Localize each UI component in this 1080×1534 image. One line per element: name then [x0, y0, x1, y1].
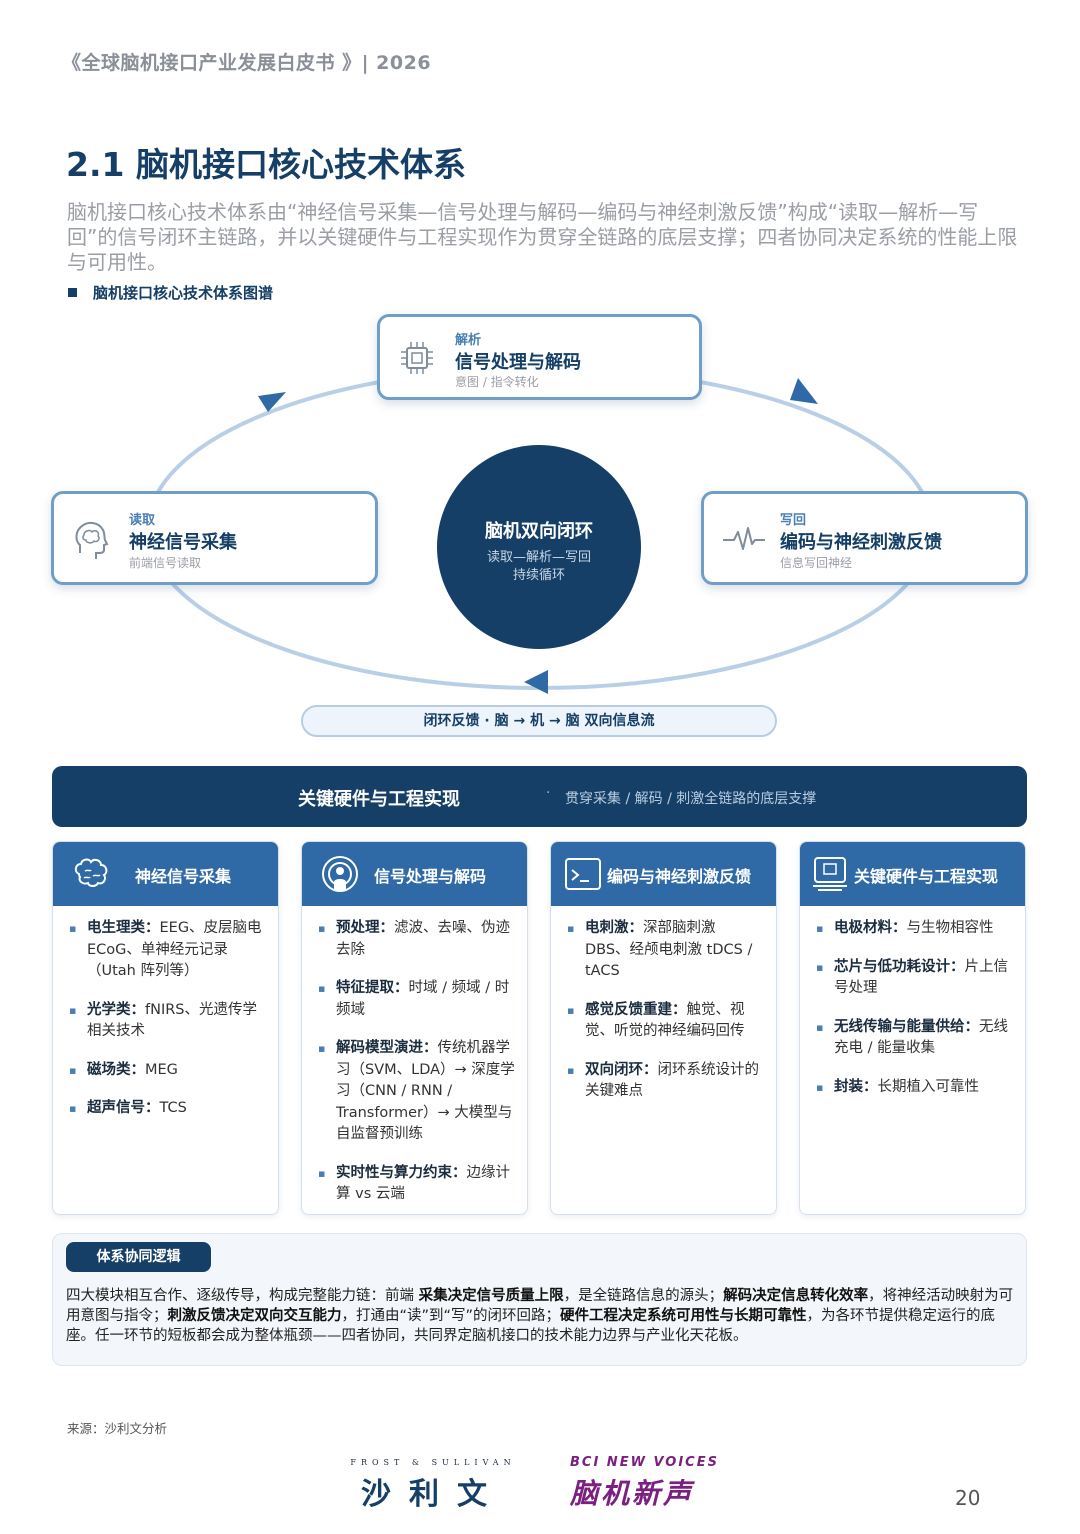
card-item: 预处理：滤波、去噪、伪迹去除 — [318, 918, 515, 961]
center-line2: 持续循环 — [512, 568, 565, 583]
card-item: 磁场类：MEG — [69, 1060, 266, 1082]
node-tag: 解析 — [455, 333, 482, 348]
center-loop-circle: 脑机双向闭环 读取—解析—写回 持续循环 — [437, 445, 641, 649]
card-item: 芯片与低功耗设计：片上信号处理 — [816, 957, 1013, 1000]
chip-icon — [401, 342, 433, 374]
center-line1: 读取—解析—写回 — [486, 550, 591, 565]
node-signal-acquisition: 读取 神经信号采集 前端信号读取 — [51, 491, 378, 585]
card-header: 关键硬件与工程实现 — [800, 842, 1025, 906]
node-sub: 信息写回神经 — [780, 556, 853, 570]
device-chip-icon — [813, 857, 847, 891]
section-title: 2.1 脑机接口核心技术体系 — [66, 145, 466, 184]
node-tag: 读取 — [129, 513, 156, 528]
figure-label-text: 脑机接口核心技术体系图谱 — [93, 284, 274, 302]
card-encoding-stimulation: 编码与神经刺激反馈 电刺激：深部脑刺激 DBS、经颅电刺激 tDCS / tAC… — [550, 841, 777, 1215]
brain-icon — [74, 858, 108, 887]
synergy-logic-box: 体系协同逻辑 四大模块相互合作、逐级传导，构成完整能力链：前端 采集决定信号质量… — [52, 1233, 1027, 1366]
card-title: 编码与神经刺激反馈 — [607, 867, 752, 886]
node-name: 编码与神经刺激反馈 — [780, 532, 942, 553]
node-name: 神经信号采集 — [129, 532, 237, 553]
card-item: 光学类：fNIRS、光遗传学相关技术 — [69, 1000, 266, 1043]
square-bullet-icon — [68, 288, 77, 297]
cycle-arrow-left-top — [258, 392, 286, 412]
card-title: 信号处理与解码 — [374, 867, 487, 886]
terminal-icon — [565, 858, 601, 890]
signal-person-icon — [322, 856, 358, 892]
card-item: 感觉反馈重建：触觉、视觉、听觉的神经编码回传 — [567, 1000, 764, 1043]
loop-feedback-pill: 闭环反馈 · 脑 → 机 → 脑 双向信息流 — [301, 705, 777, 737]
card-title: 神经信号采集 — [135, 867, 232, 886]
card-hardware-engineering: 关键硬件与工程实现 电极材料：与生物相容性 芯片与低功耗设计：片上信号处理 无线… — [799, 841, 1026, 1215]
logo-en: FROST & SULLIVAN — [350, 1458, 516, 1467]
card-item: 实时性与算力约束：边缘计算 vs 云端 — [318, 1163, 515, 1206]
page-number: 20 — [955, 1486, 981, 1510]
card-header: 编码与神经刺激反馈 — [551, 842, 776, 906]
frost-sullivan-logo: FROST & SULLIVAN 沙利文 — [348, 1458, 518, 1513]
cycle-arrow-bottom — [524, 670, 548, 694]
head-brain-icon — [75, 521, 109, 559]
card-item: 双向闭环：闭环系统设计的关键难点 — [567, 1060, 764, 1103]
banner-subtitle: 贯穿采集 / 解码 / 刺激全链路的底层支撑 — [565, 791, 817, 807]
source-note: 来源：沙利文分析 — [67, 1421, 168, 1436]
running-header: 《全球脑机接口产业发展白皮书 》| 2026 — [62, 52, 432, 74]
card-signal-decoding: 信号处理与解码 预处理：滤波、去噪、伪迹去除 特征提取：时域 / 频域 / 时频… — [301, 841, 528, 1215]
logo-en: BCI NEW VOICES — [570, 1455, 719, 1470]
card-item: 超声信号：TCS — [69, 1098, 266, 1120]
center-title: 脑机双向闭环 — [485, 521, 593, 542]
node-sub: 意图 / 指令转化 — [455, 375, 539, 389]
card-header: 神经信号采集 — [53, 842, 278, 906]
cycle-arrow-right-top — [790, 378, 818, 404]
logo-cn: 脑机新声 — [570, 1477, 695, 1510]
card-item: 电生理类：EEG、皮层脑电 ECoG、单神经元记录（Utah 阵列等） — [69, 918, 266, 983]
figure-label: 脑机接口核心技术体系图谱 — [68, 282, 273, 303]
card-item: 无线传输与能量供给：无线充电 / 能量收集 — [816, 1017, 1013, 1060]
pulse-wave-icon — [723, 527, 765, 550]
node-signal-decoding: 解析 信号处理与解码 意图 / 指令转化 — [377, 314, 702, 400]
card-item: 解码模型演进：传统机器学习（SVM、LDA）→ 深度学习（CNN / RNN /… — [318, 1038, 515, 1146]
banner-separator: · — [546, 785, 551, 801]
card-signal-acquisition: 神经信号采集 电生理类：EEG、皮层脑电 ECoG、单神经元记录（Utah 阵列… — [52, 841, 279, 1215]
card-title: 关键硬件与工程实现 — [854, 867, 999, 886]
logo-cn: 沙利文 — [361, 1477, 505, 1512]
node-encoding-stimulation: 写回 编码与神经刺激反馈 信息写回神经 — [701, 491, 1028, 585]
node-name: 信号处理与解码 — [455, 352, 581, 373]
card-header: 信号处理与解码 — [302, 842, 527, 906]
bci-new-voices-logo: BCI NEW VOICES 脑机新声 — [570, 1455, 720, 1512]
synergy-logic-text: 四大模块相互合作、逐级传导，构成完整能力链：前端 采集决定信号质量上限，是全链路… — [66, 1288, 1014, 1344]
node-sub: 前端信号读取 — [129, 556, 202, 570]
card-item: 电极材料：与生物相容性 — [816, 918, 1013, 940]
banner-title: 关键硬件与工程实现 — [298, 789, 460, 810]
card-item: 电刺激：深部脑刺激 DBS、经颅电刺激 tDCS / tACS — [567, 918, 764, 983]
hardware-banner: 关键硬件与工程实现 · 贯穿采集 / 解码 / 刺激全链路的底层支撑 — [52, 766, 1027, 827]
node-tag: 写回 — [780, 513, 807, 528]
section-intro: 脑机接口核心技术体系由“神经信号采集—信号处理与解码—编码与神经刺激反馈”构成“… — [67, 200, 1018, 274]
card-item: 封装：长期植入可靠性 — [816, 1077, 1013, 1099]
synergy-logic-tag: 体系协同逻辑 — [66, 1242, 211, 1272]
card-item: 特征提取：时域 / 频域 / 时频域 — [318, 978, 515, 1021]
